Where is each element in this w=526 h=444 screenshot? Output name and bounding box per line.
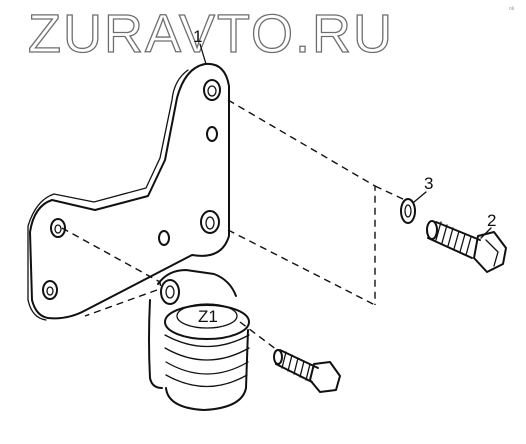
watermark-text: ZURAVTO.RU [28,4,394,64]
bushing-mark: Z1 [198,307,218,326]
callout-3: 3 [413,174,433,203]
callout-2-label: 2 [487,211,496,230]
lower-bolt [273,349,341,393]
callout-1-label: 1 [193,27,202,46]
bolt [426,220,507,273]
rubber-bushing: Z1 [148,269,250,411]
callout-2: 2 [480,211,496,239]
mounting-bracket [27,62,230,321]
projection-lines [61,99,406,351]
callout-3-label: 3 [424,174,433,193]
washer [400,198,416,224]
callout-1: 1 [193,27,207,65]
corner-mark: ok [509,6,515,12]
